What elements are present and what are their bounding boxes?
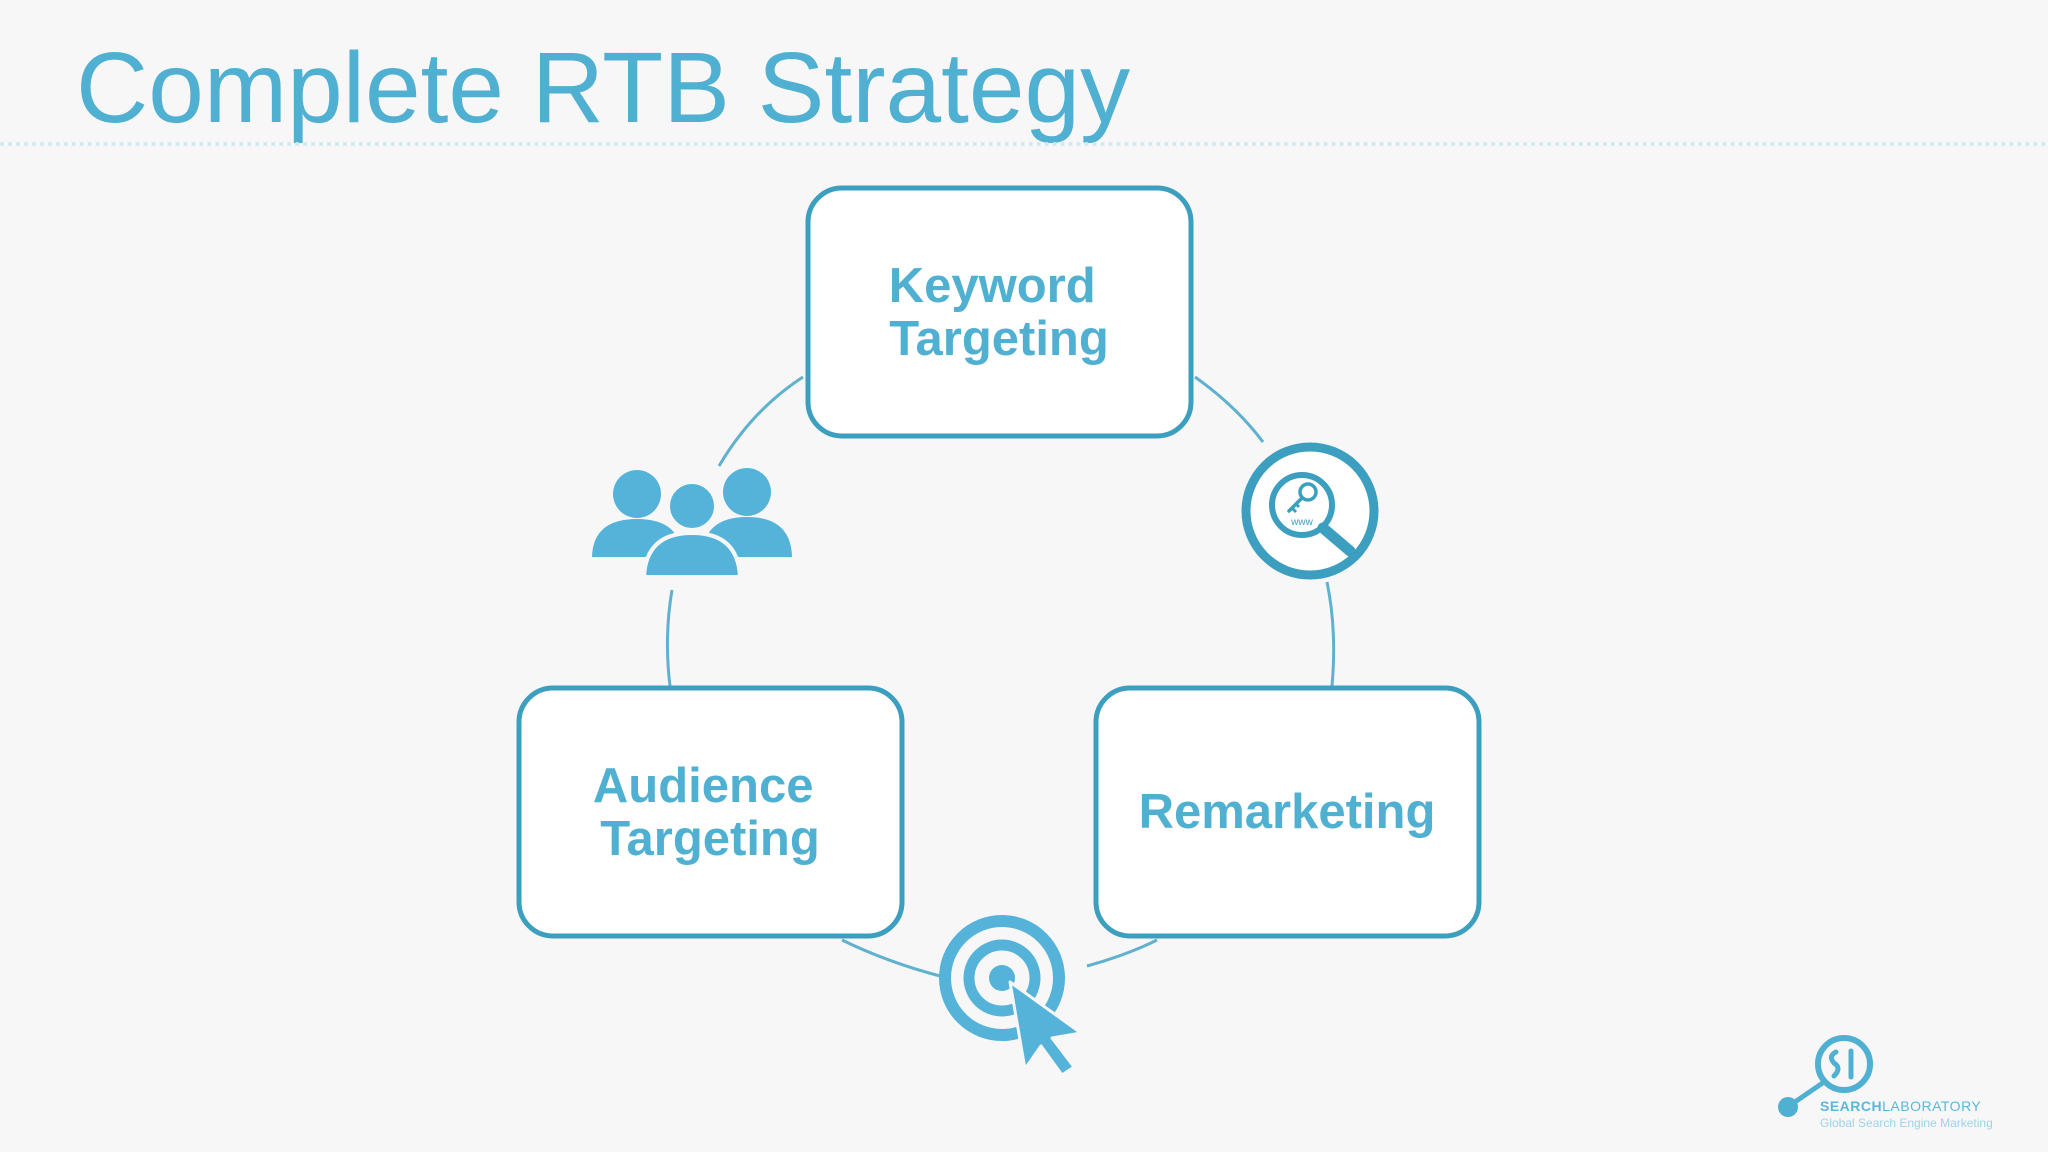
title-divider	[0, 142, 2048, 146]
node-audience-line-1: Audience	[593, 759, 814, 813]
connector-remarketing-to-target	[1086, 938, 1158, 968]
logo-word-laboratory: LABORATORY	[1882, 1098, 1982, 1114]
connector-search-to-remarketing	[1325, 581, 1336, 687]
node-audience-targeting-box	[516, 685, 905, 939]
node-keyword-line-2: Targeting	[889, 312, 1109, 366]
connector-keyword-to-audience	[717, 375, 804, 467]
logo-wordmark: SEARCHLABORATORY	[1820, 1098, 1981, 1114]
node-audience-targeting-label: Audience Targeting	[593, 759, 827, 866]
logo-mark	[1778, 1035, 1873, 1117]
node-keyword-targeting-box	[805, 185, 1194, 439]
search-laboratory-logo: SEARCHLABORATORY Global Search Engine Ma…	[1772, 1034, 2022, 1134]
logo-word-search: SEARCH	[1820, 1098, 1883, 1114]
node-remarketing-line-1: Remarketing	[1139, 785, 1436, 839]
search-www-key-icon: www	[1241, 442, 1379, 580]
node-keyword-line-1: Keyword	[889, 259, 1096, 313]
connector-target-to-audience	[841, 938, 941, 978]
node-keyword-targeting-label: Keyword Targeting	[889, 259, 1110, 366]
people-group-icon	[592, 468, 792, 579]
node-remarketing-box	[1093, 685, 1482, 939]
node-remarketing-label: Remarketing	[1139, 785, 1436, 839]
search-icon-www-text: www	[1290, 517, 1313, 528]
target-cursor-icon	[939, 915, 1083, 1077]
connector-keyword-to-search	[1194, 375, 1265, 443]
connector-audience-to-people	[665, 589, 674, 687]
logo-tagline: Global Search Engine Marketing	[1820, 1116, 1993, 1130]
node-audience-line-2: Targeting	[600, 812, 820, 866]
slide-title: Complete RTB Strategy	[76, 32, 1131, 144]
